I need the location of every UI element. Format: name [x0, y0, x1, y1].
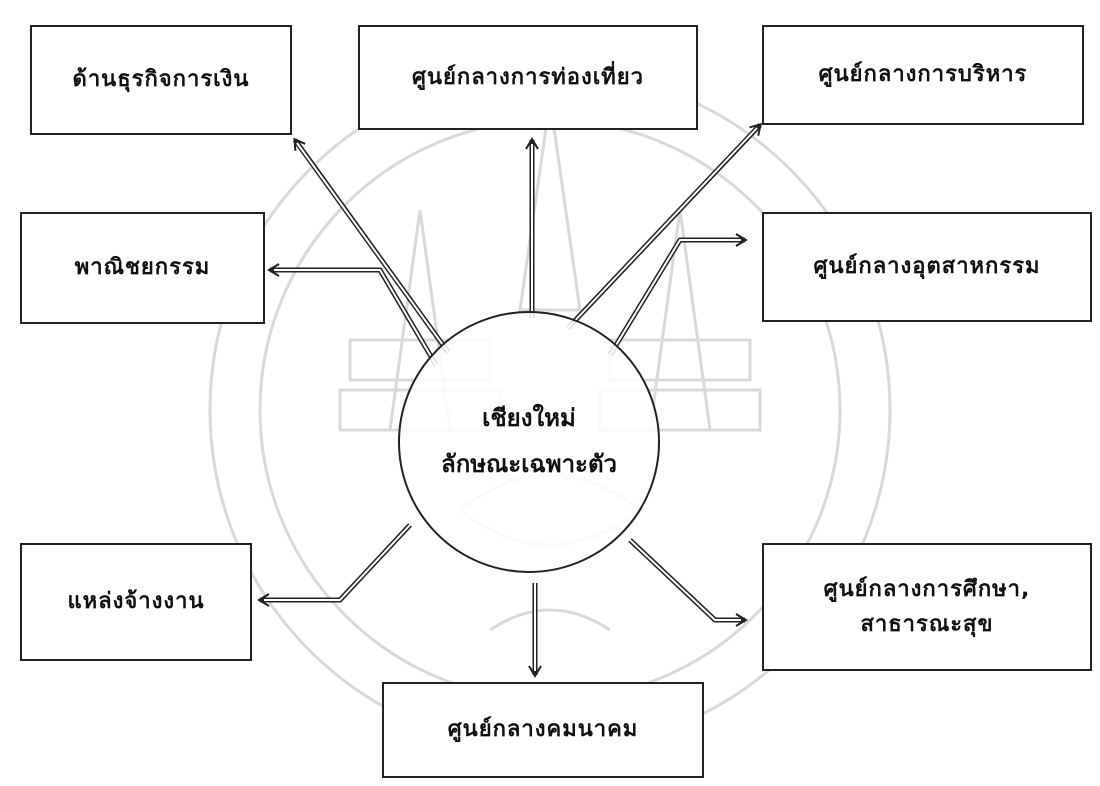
node-education-label-2: สาธารณะสุข [860, 607, 993, 642]
node-industry-label: ศูนย์กลางอุตสาหกรรม [813, 249, 1040, 284]
node-transport-label: ศูนย์กลางคมนาคม [448, 712, 639, 747]
center-subtitle: ลักษณะเฉพาะตัว [441, 442, 617, 488]
node-finance-label: ด้านธุรกิจการเงิน [73, 62, 250, 97]
center-node: เชียงใหม่ ลักษณะเฉพาะตัว [398, 311, 660, 573]
connector-employment [260, 525, 410, 600]
node-commerce: พาณิชยกรรม [20, 212, 265, 324]
node-employment-label: แหล่งจ้างงาน [67, 584, 204, 619]
connector-commerce [270, 270, 436, 365]
node-administration: ศูนย์กลางการบริหาร [762, 25, 1084, 125]
node-commerce-label: พาณิชยกรรม [75, 250, 211, 285]
node-administration-label: ศูนย์กลางการบริหาร [819, 57, 1028, 92]
node-finance: ด้านธุรกิจการเงิน [30, 25, 292, 135]
node-industry: ศูนย์กลางอุตสาหกรรม [762, 212, 1092, 322]
node-education: ศูนย์กลางการศึกษา, สาธารณะสุข [762, 543, 1092, 671]
connector-industry [610, 240, 745, 355]
center-title: เชียงใหม่ [482, 396, 576, 442]
node-employment: แหล่งจ้างงาน [20, 543, 252, 661]
connector-education [630, 540, 745, 620]
node-tourism: ศูนย์กลางการท่องเที่ยว [358, 25, 698, 130]
node-education-label-1: ศูนย์กลางการศึกษา, [824, 572, 1031, 607]
node-tourism-label: ศูนย์กลางการท่องเที่ยว [412, 60, 644, 95]
node-transport: ศูนย์กลางคมนาคม [382, 682, 704, 778]
